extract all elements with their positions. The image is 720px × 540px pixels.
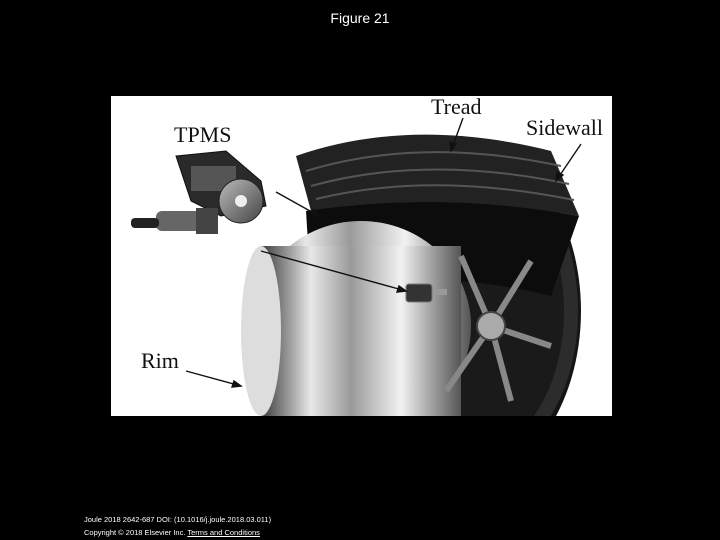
label-tpms: TPMS (174, 122, 232, 147)
label-sidewall: Sidewall (526, 115, 603, 140)
label-rim: Rim (141, 348, 179, 373)
terms-link[interactable]: Terms and Conditions (187, 528, 260, 537)
rim-sensor (405, 283, 433, 303)
tpms-sensor-detail (131, 150, 267, 234)
label-tread: Tread (431, 96, 482, 119)
figure-title: Figure 21 (330, 10, 390, 26)
copyright-line: Copyright © 2018 Elsevier Inc. Terms and… (84, 528, 260, 537)
tread-section (296, 134, 579, 216)
callout-arrows (185, 117, 582, 388)
figure-image: Tread Sidewall TPMS Rim (111, 96, 612, 416)
tire-illustration (131, 117, 582, 416)
citation-line: Joule 2018 2642-687 DOI: (10.1016/j.joul… (84, 515, 272, 524)
copyright-text: Copyright © 2018 Elsevier Inc. (84, 528, 186, 537)
tread-grooves (305, 151, 575, 201)
